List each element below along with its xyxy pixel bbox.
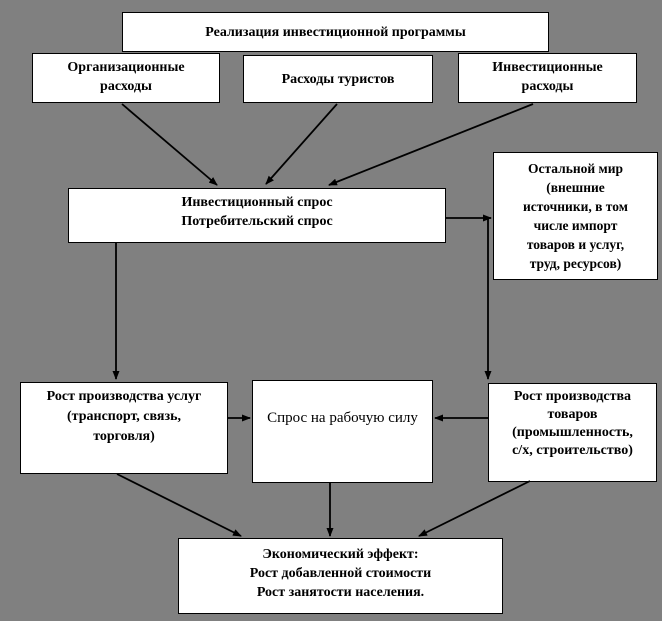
- arrow-services-to-effect: [116, 473, 242, 537]
- arrow-goods-to-effect: [418, 480, 531, 537]
- box-organizational-costs-line2: расходы: [100, 79, 152, 94]
- box-investment-costs-line1: Инвестиционные: [492, 60, 603, 75]
- box-services-growth-line3: торговля): [93, 429, 155, 444]
- box-economic-effect: Экономический эффект: Рост добавленной с…: [178, 538, 503, 614]
- box-rest-of-world: Остальной мир (внешние источники, в том …: [493, 152, 658, 280]
- arrow-org-to-demand: [121, 103, 218, 186]
- box-demand: Инвестиционный спрос Потребительский спр…: [68, 188, 446, 243]
- box-investment-costs: Инвестиционные расходы: [458, 53, 637, 103]
- box-investment-program: Реализация инвестиционной программы: [122, 12, 549, 52]
- box-services-growth-line1: Рост производства услуг: [46, 389, 202, 404]
- box-rest-of-world-line6: труд, ресурсов): [529, 256, 622, 271]
- arrow-tourists-to-demand: [265, 103, 338, 185]
- box-rest-of-world-line1: Остальной мир: [527, 161, 624, 176]
- box-economic-effect-line2: Рост добавленной стоимости: [249, 566, 432, 581]
- box-demand-line1: Инвестиционный спрос: [181, 195, 333, 210]
- box-rest-of-world-line3: источники, в том: [523, 199, 628, 214]
- box-goods-growth-line3: (промышленность,: [512, 425, 633, 440]
- box-demand-line2: Потребительский спрос: [181, 214, 333, 229]
- box-organizational-costs-line1: Организационные: [67, 60, 185, 75]
- box-organizational-costs: Организационные расходы: [32, 53, 220, 103]
- box-economic-effect-line1: Экономический эффект:: [262, 547, 419, 562]
- box-goods-growth: Рост производства товаров (промышленност…: [488, 383, 657, 482]
- box-goods-growth-line2: товаров: [547, 407, 598, 422]
- box-labor-demand-label: Спрос на рабочую силу: [267, 410, 418, 426]
- box-goods-growth-line4: с/х, строительство): [512, 443, 633, 458]
- box-rest-of-world-line2: (внешние: [546, 180, 605, 195]
- box-economic-effect-line3: Рост занятости населения.: [256, 585, 425, 600]
- box-labor-demand: Спрос на рабочую силу: [252, 380, 433, 483]
- box-investment-program-label: Реализация инвестиционной программы: [205, 24, 466, 40]
- box-services-growth-line2: (транспорт, связь,: [67, 409, 181, 424]
- box-rest-of-world-line4: числе импорт: [533, 218, 618, 233]
- box-services-growth: Рост производства услуг (транспорт, связ…: [20, 382, 228, 474]
- box-goods-growth-line1: Рост производства: [513, 389, 632, 404]
- box-tourist-expenses-label: Расходы туристов: [281, 71, 395, 87]
- box-rest-of-world-line5: товаров и услуг,: [526, 237, 625, 252]
- box-tourist-expenses: Расходы туристов: [243, 55, 433, 103]
- box-investment-costs-line2: расходы: [521, 79, 574, 94]
